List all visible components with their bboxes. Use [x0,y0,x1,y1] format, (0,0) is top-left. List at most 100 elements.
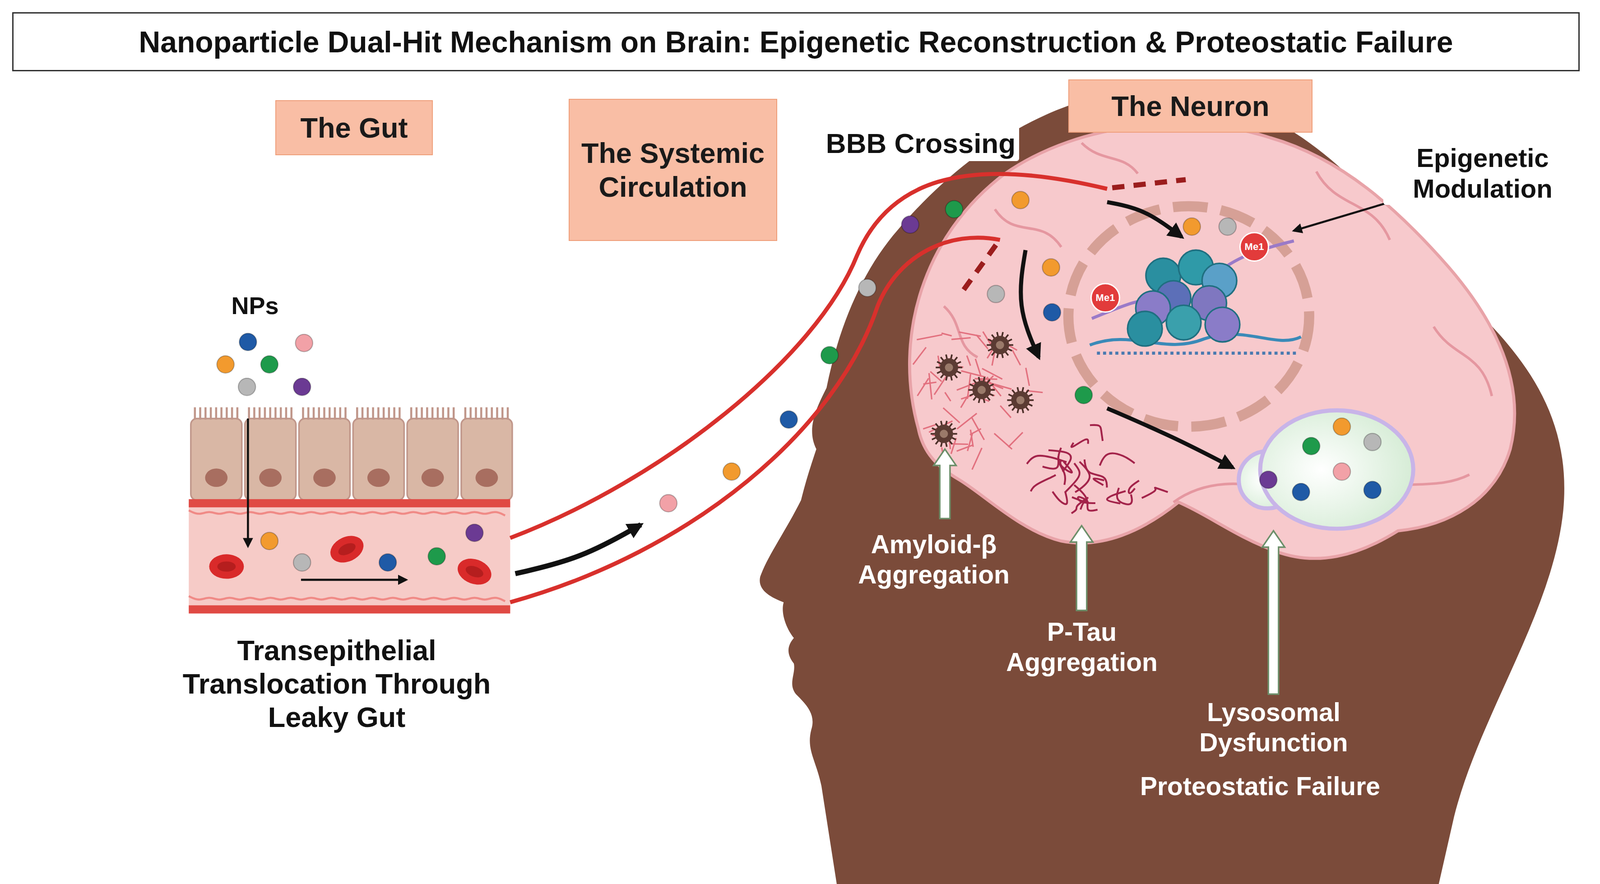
cell-nucleus [259,468,282,487]
epithelial-cell [407,418,459,501]
microvillus [344,407,347,420]
stage-box: The Systemic Circulation [568,98,778,242]
microvillus [220,407,223,420]
methyl-mark: Me1 [1090,282,1121,313]
nanoparticle [293,378,311,396]
rbc-center [463,563,485,580]
tau-filament [1030,475,1056,492]
amyloid-fibril [945,392,951,402]
nanoparticle [945,200,963,218]
pathology-label: Lysosomal Dysfunction [1172,697,1376,759]
microvillus [247,407,251,420]
nanoparticle [1011,191,1030,209]
diagram-title: Nanoparticle Dual-Hit Mechanism on Brain… [139,24,1454,60]
vessel-wall [188,499,511,508]
amyloid-fibril [1000,405,1012,418]
nanoparticle [295,334,313,352]
aggregate-center [996,341,1005,350]
tau-filament [1071,497,1089,514]
dna-strand [1096,351,1296,355]
aggregate-core [939,358,959,377]
tau-filament [1026,455,1067,464]
nanoparticle [1292,483,1310,501]
nanoparticle [901,215,919,233]
red-blood-cell [454,554,496,589]
nanoparticle [1259,471,1277,489]
nanoparticle [779,411,798,429]
amyloid-fibril [959,332,982,337]
nanoparticle [379,553,397,571]
microvillus [398,407,401,420]
microvillus [279,407,283,420]
pathology-label: P-Tau Aggregation [984,616,1179,678]
aggregate-core [934,424,954,444]
microvillus [268,407,272,420]
histone [1127,311,1163,347]
aggregate-center [977,385,986,395]
microvillus [258,407,261,420]
tau-filament [1084,459,1108,488]
microvillus [485,407,488,420]
microvillus [501,407,504,420]
pointer-arrow [933,449,957,519]
histone [1166,305,1202,340]
nanoparticle [987,285,1005,303]
tau-filament [1089,425,1103,441]
flow-arrow [515,524,641,575]
red-blood-cell [208,554,244,579]
rbc-body [454,554,496,589]
node-text: The Neuron [1111,89,1270,123]
epithelial-cell [245,418,297,501]
node-text: The Systemic Circulation [576,136,770,204]
nanoparticle [260,355,279,373]
tau-filament [1128,480,1140,494]
aggregate-center [939,429,948,438]
nanoparticle [238,378,256,396]
microvillus [323,407,326,420]
tau-filament [1071,439,1089,448]
microvillus [447,407,450,420]
amyloid-aggregate [986,332,1014,358]
microvillus [490,407,493,420]
amyloid-fibril [928,373,932,400]
epithelial-cell [461,418,513,501]
node-text: Me1 [1244,241,1265,253]
microvillus [474,407,478,420]
microvillus [328,407,331,420]
bbb-barrier [1112,179,1186,188]
microvillus [480,407,483,420]
flow-arrow [1293,202,1391,231]
nanoparticle [260,532,279,550]
amyloid-aggregate [930,421,958,447]
microvillus [236,407,239,420]
flow-arrow [246,418,250,547]
cell-nucleus [204,468,228,487]
amyloid-fibril [951,338,971,340]
blood-vessel [188,499,511,614]
tau-filament [1093,478,1104,486]
lysosome [1238,410,1414,529]
amyloid-fibril [967,433,973,451]
microvillus [464,407,467,420]
microvillus [194,407,197,420]
microvillus [426,407,429,420]
rbc-center [336,540,358,558]
pointer-arrow [1262,530,1285,695]
nanoparticle [1043,303,1061,321]
microvillus [410,407,413,420]
microvillus [307,407,310,420]
amyloid-fibril [1025,367,1030,386]
tau-filament [1099,453,1135,466]
amyloid-fibril [941,333,952,336]
amyloid-plaque [913,331,1043,470]
lysosome-body [1260,410,1414,529]
nanoparticle [820,346,839,364]
stage-box: The Neuron [1068,79,1313,133]
amyloid-fibril [943,408,960,423]
amyloid-fibril [966,355,971,366]
epithelial-cell [298,418,350,501]
microvillus [209,407,213,420]
microvillus [371,407,375,420]
microvillus [382,407,385,420]
